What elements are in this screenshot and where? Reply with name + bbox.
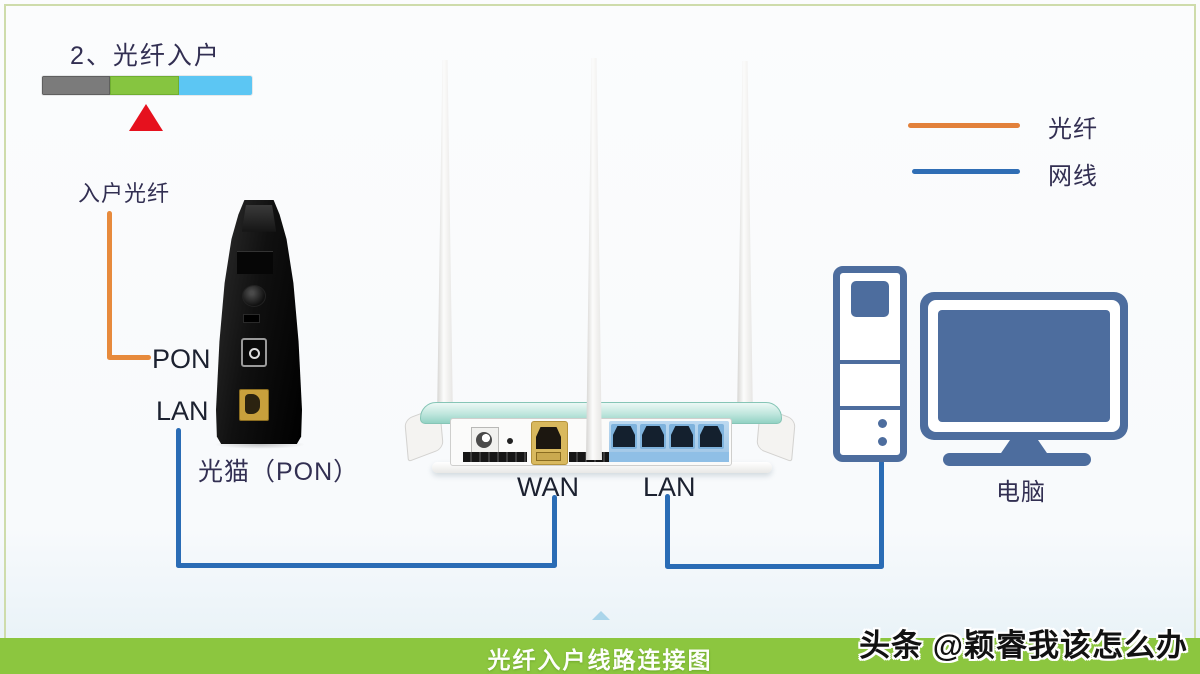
router-label-strip <box>463 452 527 462</box>
step-title: 2、光纤入户 <box>70 42 221 70</box>
router-lan-strip <box>609 452 729 462</box>
monitor-stand-neck <box>999 440 1049 456</box>
modem-indicator-slot <box>244 314 260 322</box>
legend-fiber-label: 光纤 <box>1048 116 1098 143</box>
ethernet-cable-segment <box>665 494 670 568</box>
router-wan-port-hole <box>536 427 561 449</box>
router-lan-port-icon <box>698 424 724 449</box>
tower-divider <box>840 360 900 364</box>
computer-monitor-icon <box>920 292 1128 440</box>
computer-caption: 电脑 <box>996 479 1046 506</box>
progress-segment-done <box>42 76 110 95</box>
router-antenna-middle <box>586 58 602 460</box>
modem-fiber-port-icon <box>239 389 270 422</box>
progress-pointer-icon <box>129 104 163 131</box>
legend-fiber-line-icon <box>908 123 1020 128</box>
modem-vent-opening <box>236 251 273 275</box>
router-reset-button-icon <box>507 438 513 444</box>
router-lan-section <box>609 421 729 462</box>
optical-modem-device <box>216 200 302 444</box>
tower-button-icon <box>878 419 887 428</box>
modem-caption: 光猫（PON） <box>198 458 360 486</box>
router-wan-port-label: WAN <box>517 472 579 502</box>
router-lan-port-icon <box>669 424 695 449</box>
progress-segment-current <box>110 76 179 95</box>
modem-pon-port-label: PON <box>152 344 211 374</box>
legend-ethernet-line-icon <box>912 169 1020 174</box>
monitor-stand-base <box>943 453 1091 466</box>
router-wan-port-icon <box>531 421 568 465</box>
ethernet-cable-segment <box>176 428 181 568</box>
router-logo-icon <box>471 427 499 455</box>
tower-button-icon <box>878 437 887 446</box>
modem-top-cap <box>241 204 277 232</box>
watermark-text: 头条 @颖睿我该怎么办 <box>859 628 1188 663</box>
computer-tower-icon <box>833 266 907 462</box>
router-antenna-left <box>437 60 453 420</box>
tower-divider <box>840 406 900 410</box>
ethernet-cable-segment <box>552 495 557 567</box>
fiber-cable-segment <box>107 211 112 359</box>
ethernet-cable-segment <box>665 564 884 569</box>
router-lan-port-icon <box>640 424 666 449</box>
modem-round-connector-icon <box>241 285 266 308</box>
fiber-cable-segment <box>107 355 151 360</box>
modem-lan-port-label: LAN <box>156 396 209 426</box>
router-base <box>432 462 772 473</box>
ethernet-cable-segment <box>176 563 557 568</box>
ethernet-cable-segment <box>879 460 884 568</box>
scroll-up-triangle-icon <box>592 611 610 620</box>
incoming-fiber-label: 入户光纤 <box>78 181 171 206</box>
router-lan-port-icon <box>611 424 637 449</box>
progress-segment-next <box>179 76 252 95</box>
router-antenna-right <box>737 61 753 420</box>
modem-shadow <box>214 440 306 449</box>
step-progress-bar <box>42 76 252 95</box>
tower-drive-bay <box>851 281 889 317</box>
modem-power-port-icon <box>240 337 267 367</box>
monitor-screen <box>938 310 1110 422</box>
legend-ethernet-label: 网线 <box>1048 163 1098 190</box>
router-wan-port-tab <box>536 452 561 461</box>
router-lan-port-label: LAN <box>643 472 696 502</box>
